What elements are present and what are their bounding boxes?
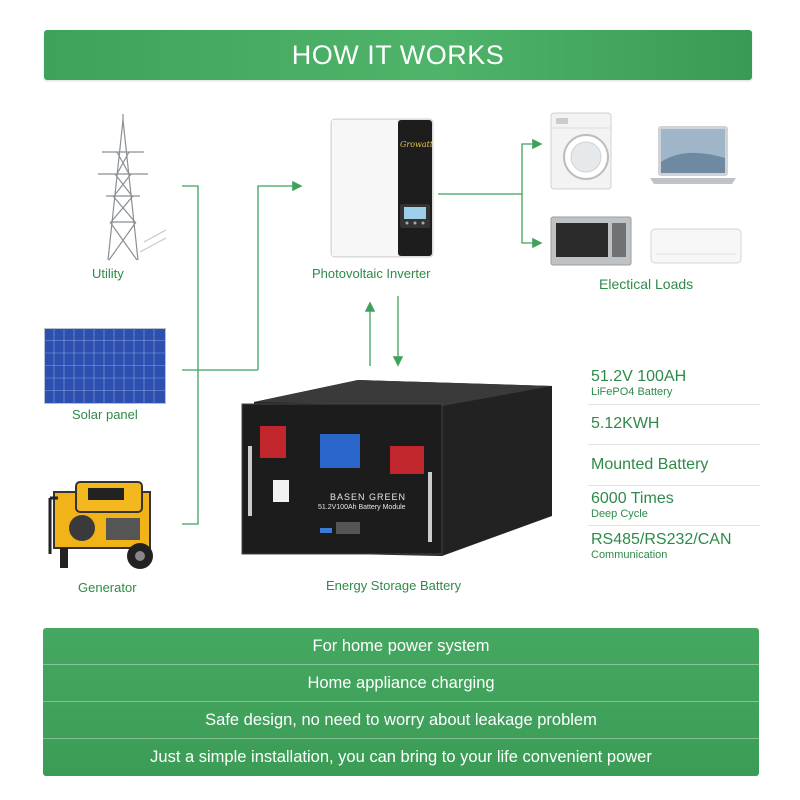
spec-main: RS485/RS232/CAN xyxy=(591,530,732,548)
header-title: HOW IT WORKS xyxy=(291,39,505,70)
generator-icon xyxy=(48,481,153,569)
feature-line: Just a simple installation, you can brin… xyxy=(150,748,652,766)
spec-main: 6000 Times xyxy=(591,489,674,507)
spec-mounting: Mounted Battery xyxy=(588,445,760,486)
battery-model: 51.2V100Ah Battery Module xyxy=(318,504,406,511)
header-banner: HOW IT WORKS xyxy=(44,30,752,80)
load-bottom-line xyxy=(521,194,543,249)
utility-tower-icon xyxy=(98,114,167,261)
generator-label: Generator xyxy=(78,580,137,595)
spec-sub: LiFePO4 Battery xyxy=(591,386,673,399)
inverter-label: Photovoltaic Inverter xyxy=(312,266,431,281)
inverter-brand: Growatt xyxy=(400,140,434,149)
spec-sub: Deep Cycle xyxy=(591,507,648,520)
battery-label: Energy Storage Battery xyxy=(326,578,462,593)
microwave-icon xyxy=(550,216,632,266)
feature-line: For home power system xyxy=(43,628,759,665)
air-conditioner-icon xyxy=(650,228,742,264)
spec-cycles: 6000 Times Deep Cycle xyxy=(588,486,760,526)
feature-line: Safe design, no need to worry about leak… xyxy=(43,702,759,739)
spec-energy: 5.12KWH xyxy=(588,405,760,445)
spec-main: Mounted Battery xyxy=(591,455,709,473)
spec-main: 5.12KWH xyxy=(591,415,660,433)
spec-capacity: 51.2V 100AH LiFePO4 Battery xyxy=(588,364,760,405)
utility-line xyxy=(182,185,199,525)
feature-footer: For home power system Home appliance cha… xyxy=(43,628,759,776)
solar-label: Solar panel xyxy=(72,407,138,422)
laptop-icon xyxy=(650,126,736,184)
spec-list: 51.2V 100AH LiFePO4 Battery 5.12KWH Moun… xyxy=(588,364,760,567)
spec-communication: RS485/RS232/CAN Communication xyxy=(588,526,760,567)
spec-sub: Communication xyxy=(591,548,668,561)
feature-line: Home appliance charging xyxy=(43,665,759,702)
utility-label: Utility xyxy=(92,266,124,281)
battery-module-icon xyxy=(241,380,552,556)
inverter-icon xyxy=(330,118,434,258)
to-inverter-line xyxy=(257,180,303,370)
battery-brand: BASEN GREEN xyxy=(330,492,407,502)
washing-machine-icon xyxy=(550,112,612,190)
solar-panel-icon xyxy=(44,328,166,404)
spec-main: 51.2V 100AH xyxy=(591,368,687,386)
load-top-line xyxy=(521,138,543,194)
loads-label: Electical Loads xyxy=(599,276,694,292)
